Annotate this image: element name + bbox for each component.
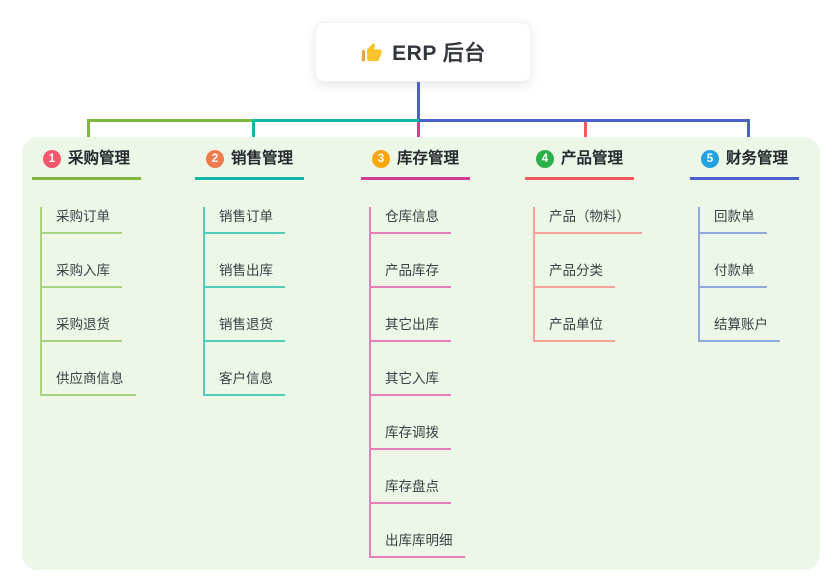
node-supplier-info[interactable]: 供应商信息 — [42, 369, 136, 396]
branch-4-number-badge: 4 — [536, 150, 554, 168]
root-title: ERP 后台 — [392, 42, 486, 65]
branch-inventory: 3 库存管理 仓库信息 产品库存 其它出库 其它入库 库存调拨 库存盘点 出库库… — [361, 148, 471, 558]
node-other-outbound[interactable]: 其它出库 — [371, 315, 451, 342]
node-sales-outbound[interactable]: 销售出库 — [205, 261, 285, 288]
node-warehouse-info[interactable]: 仓库信息 — [371, 207, 451, 234]
node-product-stock[interactable]: 产品库存 — [371, 261, 451, 288]
connector-drop-branch-4 — [584, 122, 587, 143]
node-sales-return[interactable]: 销售退货 — [205, 315, 285, 342]
node-customer-info[interactable]: 客户信息 — [205, 369, 285, 396]
root-node[interactable]: ERP 后台 — [315, 22, 531, 82]
node-purchase-order[interactable]: 采购订单 — [42, 207, 122, 234]
node-product-material[interactable]: 产品（物料） — [535, 207, 642, 234]
node-other-inbound[interactable]: 其它入库 — [371, 369, 451, 396]
branch-product: 4 产品管理 产品（物料） 产品分类 产品单位 — [525, 148, 642, 342]
connector-drop-branch-2 — [252, 119, 255, 143]
branch-1-children: 采购订单 采购入库 采购退货 供应商信息 — [40, 207, 136, 396]
branch-heading-finance[interactable]: 5 财务管理 — [690, 148, 800, 180]
branch-5-title: 财务管理 — [726, 150, 789, 167]
branch-heading-sales[interactable]: 2 销售管理 — [195, 148, 305, 180]
branch-finance: 5 财务管理 回款单 付款单 结算账户 — [690, 148, 800, 342]
node-stock-count[interactable]: 库存盘点 — [371, 477, 451, 504]
branch-5-children: 回款单 付款单 结算账户 — [698, 207, 780, 342]
connector-drop-branch-1 — [87, 119, 90, 143]
thumbs-up-icon — [362, 42, 382, 61]
branch-1-title: 采购管理 — [68, 150, 131, 167]
node-settlement-account[interactable]: 结算账户 — [700, 315, 780, 342]
mindmap-panel — [22, 137, 820, 570]
branch-3-title: 库存管理 — [397, 150, 460, 167]
branch-4-children: 产品（物料） 产品分类 产品单位 — [533, 207, 642, 342]
branch-heading-inventory[interactable]: 3 库存管理 — [361, 148, 471, 180]
branch-1-number-badge: 1 — [43, 150, 61, 168]
node-purchase-inbound[interactable]: 采购入库 — [42, 261, 122, 288]
branch-5-number-badge: 5 — [701, 150, 719, 168]
connector-drop-branch-3 — [417, 122, 420, 143]
connector-bus-blue — [419, 119, 750, 122]
connector-bus-teal — [252, 119, 419, 122]
branch-purchase: 1 采购管理 采购订单 采购入库 采购退货 供应商信息 — [32, 148, 142, 396]
branch-sales: 2 销售管理 销售订单 销售出库 销售退货 客户信息 — [195, 148, 305, 396]
node-payment-order[interactable]: 付款单 — [700, 261, 767, 288]
branch-2-number-badge: 2 — [206, 150, 224, 168]
branch-2-children: 销售订单 销售出库 销售退货 客户信息 — [203, 207, 285, 396]
node-purchase-return[interactable]: 采购退货 — [42, 315, 122, 342]
node-receipt-order[interactable]: 回款单 — [700, 207, 767, 234]
branch-heading-purchase[interactable]: 1 采购管理 — [32, 148, 142, 180]
branch-3-number-badge: 3 — [372, 150, 390, 168]
node-outbound-detail[interactable]: 出库库明细 — [371, 531, 465, 558]
connector-bus-green — [87, 119, 252, 122]
node-sales-order[interactable]: 销售订单 — [205, 207, 285, 234]
branch-3-children: 仓库信息 产品库存 其它出库 其它入库 库存调拨 库存盘点 出库库明细 — [369, 207, 465, 558]
branch-4-title: 产品管理 — [561, 150, 624, 167]
connector-root-vertical — [417, 82, 420, 119]
connector-drop-branch-5 — [747, 119, 750, 143]
branch-heading-product[interactable]: 4 产品管理 — [525, 148, 635, 180]
node-stock-transfer[interactable]: 库存调拨 — [371, 423, 451, 450]
node-product-category[interactable]: 产品分类 — [535, 261, 615, 288]
branch-2-title: 销售管理 — [231, 150, 294, 167]
node-product-unit[interactable]: 产品单位 — [535, 315, 615, 342]
